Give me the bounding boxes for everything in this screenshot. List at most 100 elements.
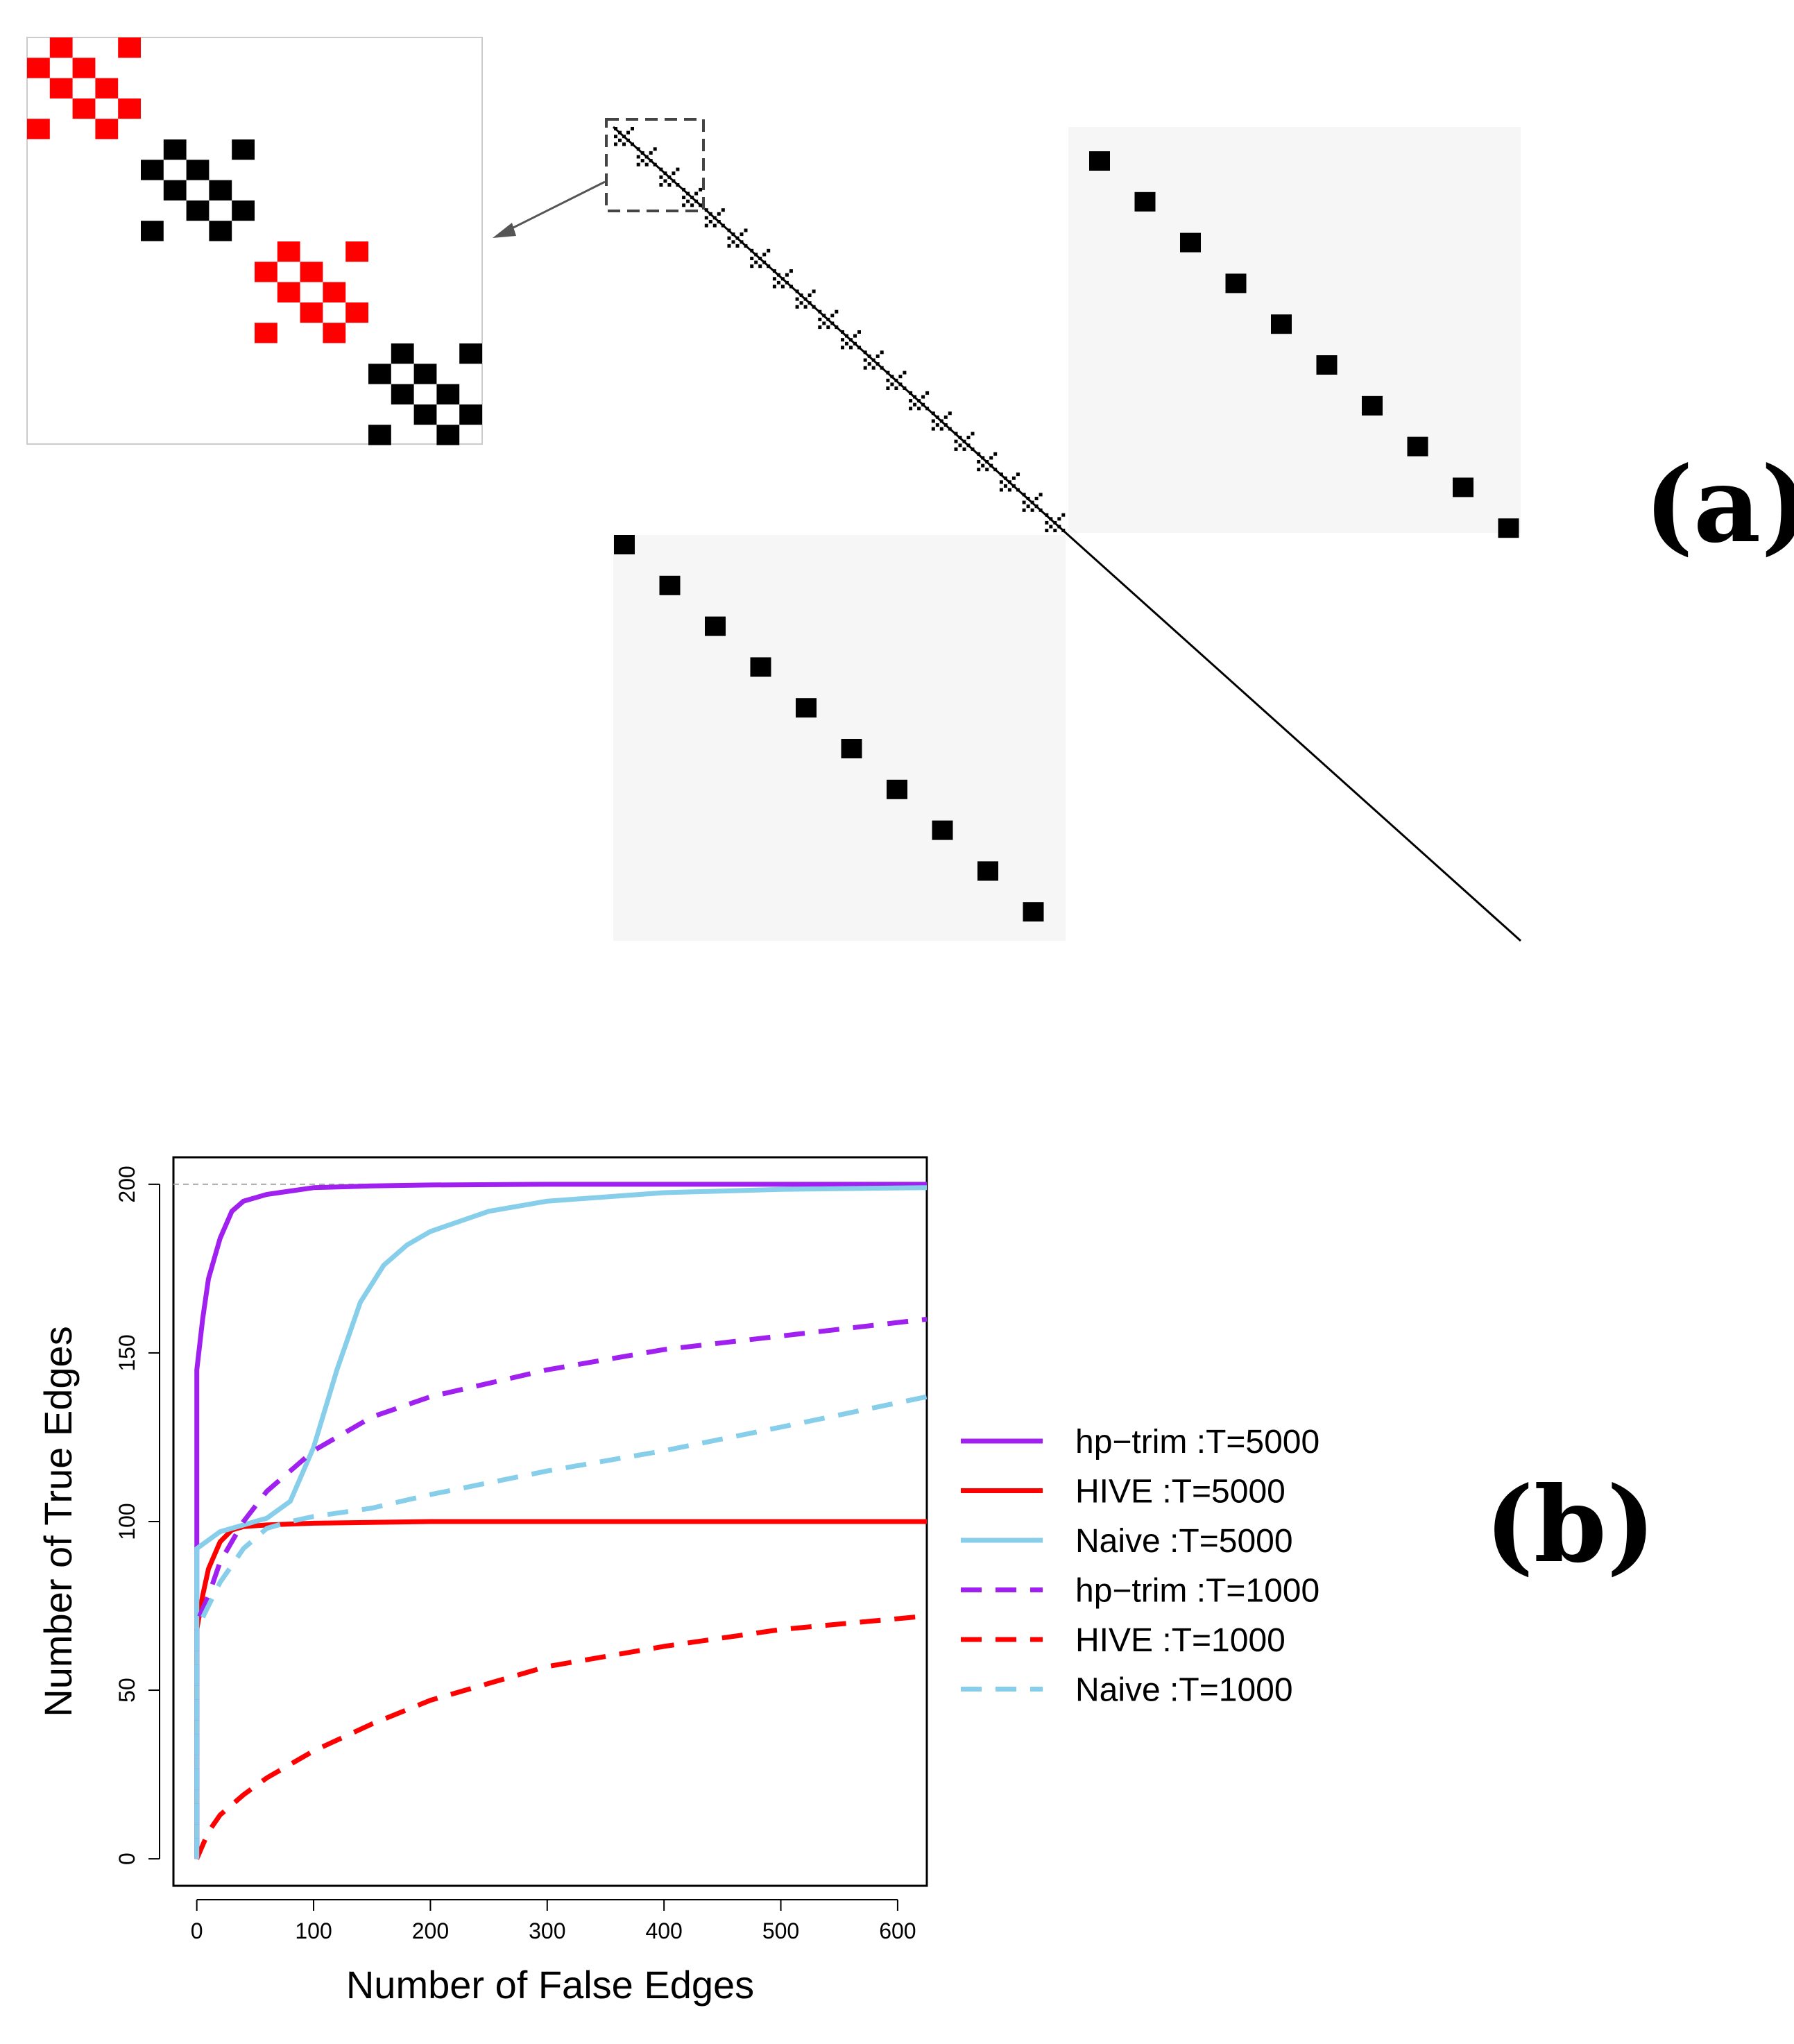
diagonal-block-pattern (614, 127, 1066, 533)
diagonal-block-cell (740, 232, 744, 237)
diagonal-block-cell (699, 203, 703, 207)
upper-right-cell (1271, 314, 1292, 334)
diagonal-block-cell (750, 264, 754, 269)
diagonal-block-cell (744, 244, 748, 248)
diagonal-block-cell (977, 460, 981, 463)
diagonal-block-cell (644, 155, 649, 159)
diagonal-block-cell (776, 273, 780, 277)
diagonal-block-cell (841, 330, 844, 334)
diagonal-block-cell (849, 338, 853, 342)
diagonal-block-cell (676, 167, 680, 171)
upper-right-cell (1225, 273, 1247, 293)
diagonal-block-cell (1030, 500, 1034, 504)
diagonal-block-cell (981, 463, 985, 468)
inset-cell (345, 302, 368, 323)
diagonal-block-cell (694, 199, 699, 203)
inset-cell (413, 404, 437, 425)
diagonal-block-cell (672, 171, 676, 176)
diagonal-block-cell (857, 346, 861, 350)
diagonal-block-cell (704, 223, 708, 228)
inset-cell (413, 364, 437, 384)
inset-cell (345, 241, 368, 262)
diagonal-block-cell (767, 248, 771, 253)
diagonal-block-cell (871, 366, 875, 370)
diagonal-block-cell (717, 212, 721, 216)
diagonal-block-cell (880, 350, 884, 355)
diagonal-block-cell (682, 196, 686, 200)
diagonal-block-cell (841, 346, 844, 350)
diagonal-block-cell (686, 199, 690, 203)
series-line-2 (194, 1519, 927, 1859)
lower-left-cell (796, 698, 817, 718)
diagonal-block-cell (750, 248, 754, 253)
zoom-arrow-head (493, 223, 516, 238)
diagonal-block-cell (1034, 497, 1039, 500)
inset-cell (72, 98, 96, 119)
diagonal-block-cell (721, 223, 725, 228)
series-line-5 (194, 1613, 928, 1860)
diagonal-block-cell (890, 375, 894, 379)
diagonal-block-cell (875, 354, 880, 358)
x-tick-label: 500 (762, 1918, 799, 1943)
diagonal-block-cell (875, 362, 880, 366)
diagonal-block-cell (731, 232, 735, 237)
diagonal-block-cell (740, 240, 744, 244)
diagonal-block-cell (845, 334, 848, 338)
diagonal-block-cell (1022, 508, 1026, 512)
diagonal-block-cell (708, 212, 712, 216)
diagonal-block-cell (676, 183, 680, 187)
y-axis-title: Number of True Edges (36, 1326, 80, 1717)
inset-cell (141, 221, 164, 241)
diagonal-block-cell (835, 309, 839, 314)
diagonal-block-cell (682, 203, 686, 207)
upper-right-cell (1362, 395, 1383, 416)
diagonal-block-cell (735, 244, 740, 248)
diagonal-block-cell (977, 452, 981, 456)
series-line-6 (194, 1394, 928, 1859)
inset-cell (368, 364, 391, 384)
diagonal-block-cell (867, 354, 871, 358)
diagonal-block-cell (1003, 484, 1007, 488)
diagonal-block-cell (981, 456, 985, 460)
lower-left-cell (1023, 902, 1044, 922)
legend-label: HIVE :T=1000 (1075, 1622, 1285, 1659)
x-axis-title: Number of False Edges (346, 1963, 754, 2007)
inset-cell (277, 282, 300, 303)
diagonal-block-cell (795, 289, 799, 293)
diagonal-block-cell (614, 127, 617, 130)
diagonal-block-cell (849, 346, 853, 350)
inset-cell (186, 200, 210, 221)
diagonal-block-cell (1057, 517, 1061, 521)
diagonal-block-cell (903, 371, 907, 375)
y-tick-label: 200 (114, 1166, 139, 1202)
x-tick-label: 400 (645, 1918, 682, 1943)
inset-cell (277, 241, 300, 262)
diagonal-block-cell (818, 317, 822, 321)
diagonal-block-cell (867, 362, 871, 366)
upper-right-cell (1453, 477, 1473, 497)
inset-cell (72, 58, 96, 78)
diagonal-block-cell (1016, 488, 1020, 492)
diagonal-block-cell (686, 191, 690, 196)
diagonal-block-cell (935, 423, 939, 427)
diagonal-block-cell (690, 196, 694, 200)
x-tick-label: 300 (529, 1918, 565, 1943)
inset-cell (95, 78, 119, 99)
y-tick-label: 50 (114, 1678, 139, 1703)
diagonal-block-cell (631, 127, 634, 130)
diagonal-block-cell (795, 305, 799, 309)
diagonal-block-cell (735, 236, 740, 240)
diagonal-block-cell (758, 257, 762, 260)
diagonal-block-cell (818, 325, 822, 330)
diagonal-block-cell (925, 407, 930, 411)
diagonal-block-cell (799, 293, 803, 297)
inset-cell (163, 139, 187, 160)
diagonal-block-cell (1022, 493, 1026, 497)
diagonal-block-cell (898, 375, 903, 379)
diagonal-block-cell (871, 358, 875, 362)
diagonal-block-cell (939, 419, 943, 423)
diagonal-block-cell (614, 135, 617, 139)
diagonal-block-cell (977, 468, 981, 472)
lower-left-cell (841, 739, 862, 758)
